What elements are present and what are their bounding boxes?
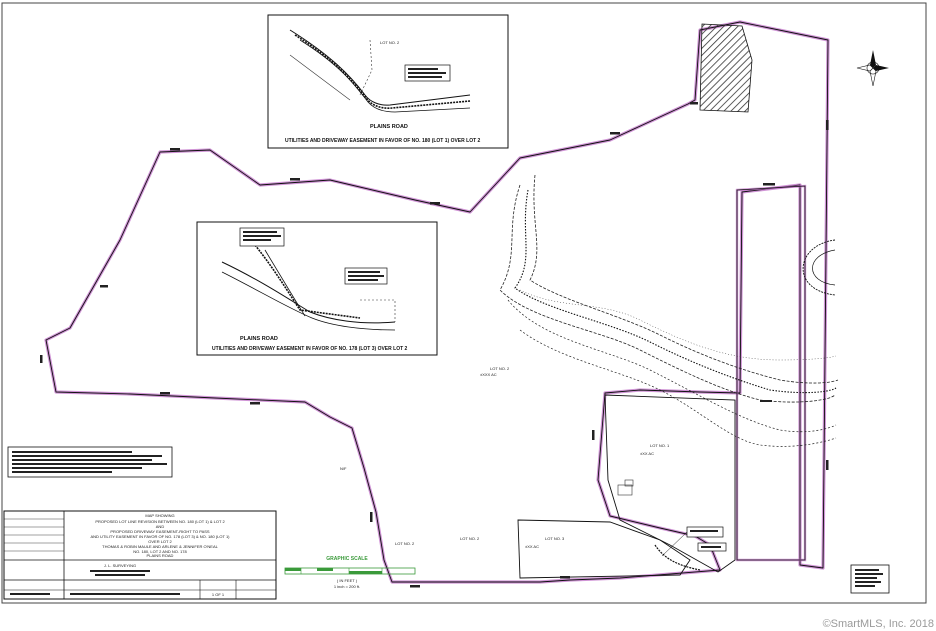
graphic-scale-ratio: 1 inch = 200 ft. [334,584,360,589]
title-line-7: NO. 180, LOT 2 AND NO. 178 [133,549,187,554]
svg-text:LOT NO. 1: LOT NO. 1 [650,443,670,448]
inset-top-lot-label: LOT NO. 2 [380,40,400,45]
title-line-6: THOMAS & ROBIN MAULE AND ARLENE & JENNIF… [102,544,218,549]
lot-1-strip [735,184,807,562]
sheet-number: 1 OF 1 [212,592,225,597]
lot-3-parcel [517,519,691,579]
inset-left-caption: UTILITIES AND DRIVEWAY EASEMENT IN FAVOR… [212,346,408,352]
svg-text:N/F: N/F [340,466,347,471]
svg-text:LOT NO. 3: LOT NO. 3 [545,536,565,541]
hatched-area [699,23,753,113]
svg-text:±XX AC: ±XX AC [525,544,539,549]
title-line-1: PROPOSED LOT LINE REVISION BETWEEN NO. 1… [95,519,225,524]
parcel-boundary-lot-2 [44,20,830,584]
svg-text:±XX AC: ±XX AC [640,451,654,456]
inset-left: PLAINS ROAD UTILITIES AND DRIVEWAY EASEM… [196,221,438,356]
inset-left-road-label: PLAINS ROAD [240,336,278,342]
inset-top-caption: UTILITIES AND DRIVEWAY EASEMENT IN FAVOR… [285,138,481,144]
title-line-4: AND UTILITY EASEMENT IN FAVOR OF NO. 178… [91,534,231,539]
easement-band [499,174,839,447]
lot-labels: LOT NO. 2 ±XXX AC LOT NO. 1 ±XX AC LOT N… [340,366,670,549]
title-line-5: OVER LOT 2 [148,539,172,544]
svg-text:LOT NO. 2: LOT NO. 2 [490,366,510,371]
svg-text:LOT NO. 2: LOT NO. 2 [460,536,480,541]
graphic-scale-units: ( IN FEET ) [337,578,358,583]
inset-top: LOT NO. 2 PLAINS ROAD UTILITIES AND DRIV… [267,14,509,149]
bearing-labels [40,102,829,588]
north-arrow-icon [856,50,889,87]
curve-detail [802,239,836,296]
title-line-2: AND [156,524,165,529]
svg-text:LOT NO. 2: LOT NO. 2 [395,541,415,546]
svg-text:±XXX AC: ±XXX AC [480,372,497,377]
sheet-border [1,2,927,604]
title-block: MAP SHOWING PROPOSED LOT LINE REVISION B… [3,510,277,600]
copyright-watermark: ©SmartMLS, Inc. 2018 [822,618,934,630]
inset-top-road-label: PLAINS ROAD [370,124,408,130]
graphic-scale-label: GRAPHIC SCALE [326,556,368,562]
graphic-scale: GRAPHIC SCALE ( IN FEET ) 1 inch = 200 f… [284,556,416,589]
title-line-8: PLAINS ROAD [147,553,174,558]
title-heading: MAP SHOWING [145,513,174,518]
surveyor-name: J. L. SURVEYING [104,563,136,568]
legend-box [850,564,890,594]
notes-block [7,446,173,478]
title-line-3: PROPOSED DRIVEWAY EASEMENT-RIGHT TO PASS [110,529,210,534]
easement-callouts [654,526,727,571]
lot-1-parcel [604,394,736,573]
